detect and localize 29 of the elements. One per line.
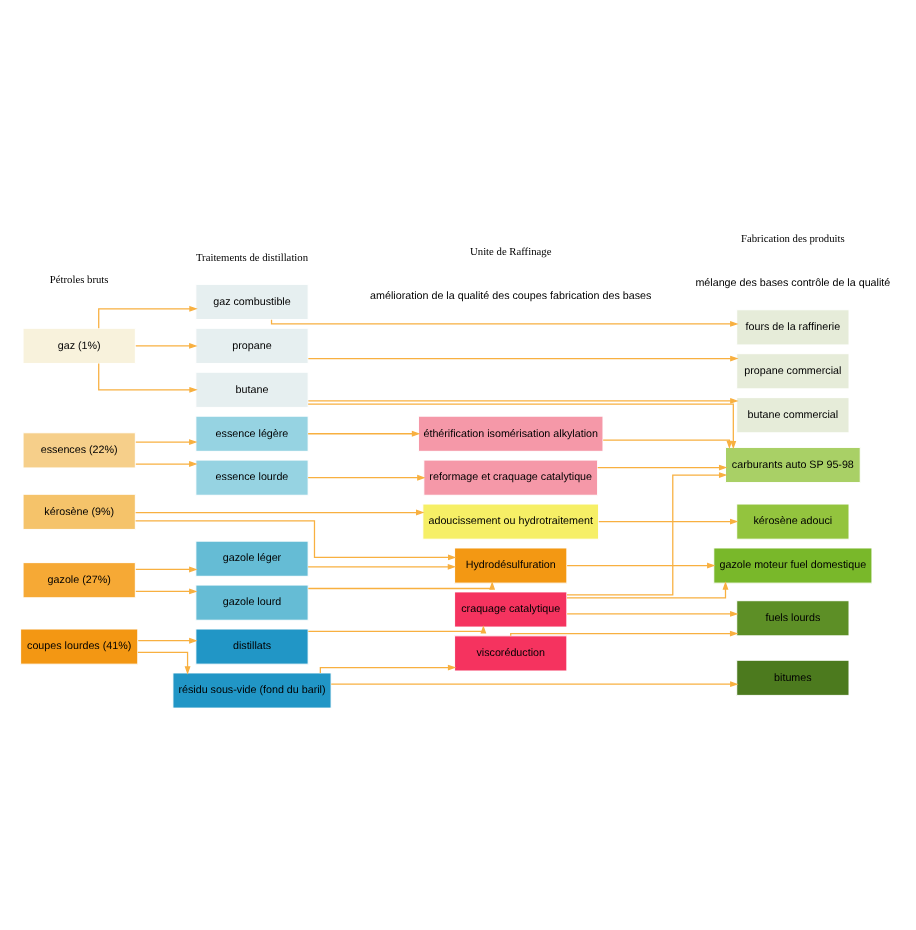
- arrow: [134, 520, 457, 561]
- arrow: [510, 630, 739, 637]
- arrow: [597, 464, 728, 471]
- arrow: [98, 362, 198, 393]
- arrow: [135, 588, 198, 595]
- arrow: [270, 319, 739, 327]
- arrow: [566, 562, 716, 569]
- arrow: [98, 305, 198, 329]
- arrow: [307, 581, 496, 590]
- arrow: [602, 439, 733, 450]
- arrow: [135, 342, 198, 349]
- arrow: [134, 509, 425, 516]
- arrow: [307, 430, 421, 437]
- arrow: [307, 563, 457, 570]
- arrow: [566, 610, 739, 617]
- arrow: [307, 397, 739, 404]
- arrow: [566, 581, 729, 599]
- arrow: [307, 625, 487, 634]
- arrow: [135, 461, 198, 467]
- arrow: [307, 474, 426, 481]
- arrow: [137, 637, 198, 644]
- arrow: [135, 439, 198, 445]
- arrow: [330, 681, 739, 688]
- arrow: [566, 472, 728, 596]
- arrow: [598, 518, 739, 525]
- arrow: [307, 355, 739, 362]
- arrow: [137, 651, 191, 675]
- arrow: [135, 566, 198, 573]
- arrow: [319, 664, 457, 674]
